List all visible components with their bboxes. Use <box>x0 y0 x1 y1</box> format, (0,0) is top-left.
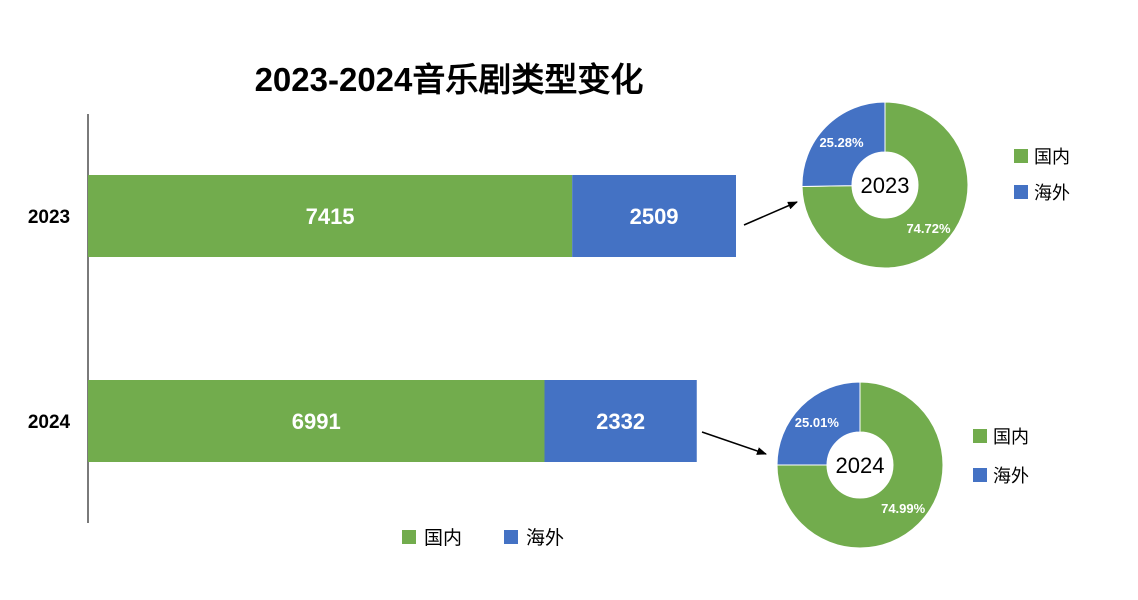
bar-legend: 国内 海外 <box>402 527 564 549</box>
donut-legend-label-domestic: 国内 <box>993 427 1029 447</box>
legend-swatch-overseas <box>504 530 518 544</box>
bar-segment-2023-domestic <box>88 175 573 257</box>
bar-value-label: 2332 <box>596 409 645 434</box>
bar-segment-2024-overseas <box>544 380 697 462</box>
donut-center-label: 2024 <box>836 453 885 478</box>
bar-value-label: 7415 <box>306 204 355 229</box>
donut-legend-swatch-overseas <box>973 468 987 482</box>
bar-value-label: 6991 <box>292 409 341 434</box>
arrow-2024 <box>701 431 767 455</box>
donut-legend-label-overseas: 海外 <box>993 466 1029 486</box>
donut-legend-swatch-domestic <box>973 429 987 443</box>
donut-center-label: 2023 <box>861 173 910 198</box>
donut-slice-label: 74.99% <box>881 501 926 516</box>
bar-segment-2024-domestic <box>88 380 545 462</box>
donut-slice-domestic <box>776 381 944 549</box>
donut-slice-label: 74.72% <box>906 221 951 236</box>
donut-slice-label: 25.28% <box>819 135 864 150</box>
chart-title: 2023-2024音乐剧类型变化 <box>255 61 644 98</box>
donut-legend-swatch-domestic <box>1014 149 1028 163</box>
stacked-bars: 2023 7415 2509 2024 6991 2332 <box>28 175 736 462</box>
donut-legend-swatch-overseas <box>1014 185 1028 199</box>
donut-slice-overseas <box>776 381 861 466</box>
donut-legend-label-domestic: 国内 <box>1034 147 1070 167</box>
donut-slice-domestic <box>801 101 969 269</box>
legend-label-overseas: 海外 <box>526 527 564 549</box>
donut-slice-label: 25.01% <box>795 415 840 430</box>
donut-slice-overseas <box>801 101 886 187</box>
bar-value-label: 2509 <box>630 204 679 229</box>
bar-segment-2023-overseas <box>572 175 736 257</box>
legend-label-domestic: 国内 <box>424 527 462 549</box>
category-label-2024: 2024 <box>28 412 71 433</box>
donut-legend-label-overseas: 海外 <box>1034 183 1070 203</box>
legend-swatch-domestic <box>402 530 416 544</box>
category-label-2023: 2023 <box>28 207 70 228</box>
arrow-2023 <box>743 201 798 226</box>
